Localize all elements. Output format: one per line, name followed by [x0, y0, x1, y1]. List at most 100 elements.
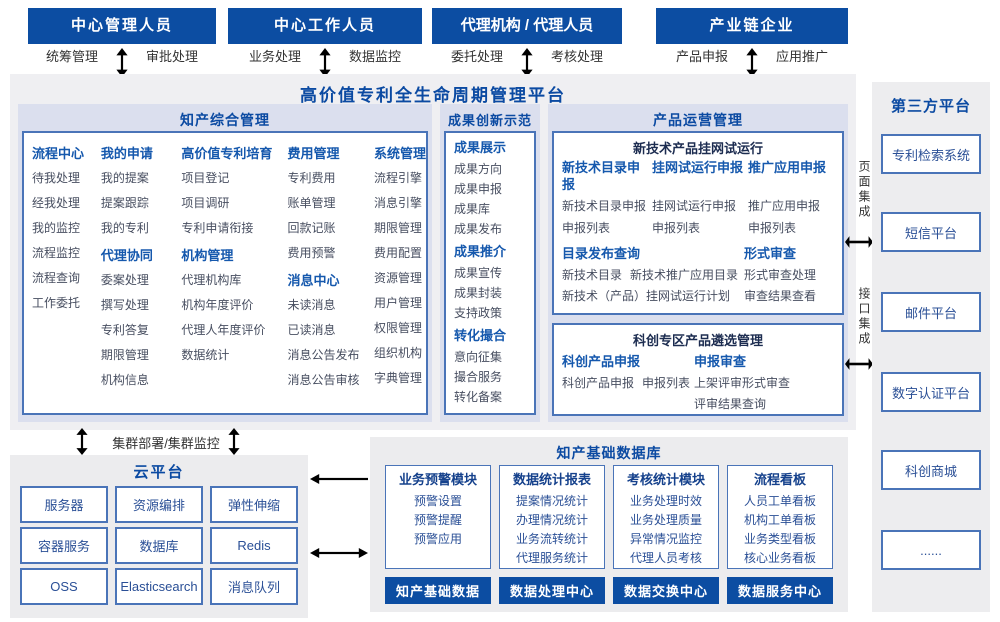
module-item: 经我处理: [32, 196, 81, 210]
actor-action-label: 产品申报: [675, 49, 728, 64]
cloud-service-box: 服务器: [20, 486, 108, 523]
module-item: 费用配置: [374, 246, 423, 260]
module-head: 目录发布查询: [562, 246, 641, 261]
actor-action-label: 审批处理: [146, 49, 199, 64]
ip-column-my-apply: 我的申请 我的提案提案跟踪我的专利 代理协同 委案处理撰写处理专利答复期限管理机…: [97, 141, 178, 393]
db-module-box: 数据统计报表 提案情况统计办理情况统计业务流转统计代理服务统计: [499, 465, 605, 569]
module-head: 代理协同: [100, 248, 153, 263]
sci-innovation-box: 科创专区产品遴选管理 科创产品申报 科创产品申报申报列表 申报审查 上架评审形式…: [552, 323, 844, 416]
module-head: 转化撮合: [454, 328, 507, 343]
actor-action-label: 应用推广: [776, 49, 829, 64]
module-item: 消息公告发布: [287, 348, 360, 362]
module-item: 项目调研: [181, 196, 230, 210]
double-arrow-vertical-icon: [521, 48, 533, 77]
module-item: 已读消息: [287, 323, 336, 337]
double-arrow-vertical-icon: [319, 48, 331, 77]
module-item: 成果申报: [454, 182, 503, 196]
module-item: 账单管理: [287, 196, 336, 210]
platform-title: 高价值专利全生命周期管理平台: [300, 86, 566, 105]
module-item: 转化备案: [454, 390, 503, 404]
module-item: 成果宣传: [454, 266, 503, 280]
module-item: 上架评审形式审查: [694, 376, 791, 390]
actor-title: 中心管理人员: [28, 8, 216, 44]
db-module-box: 考核统计模块 业务处理时效业务处理质量异常情况监控代理人员考核: [613, 465, 719, 569]
module-item: 撰写处理: [100, 298, 149, 312]
db-column-assessment: 考核统计模块 业务处理时效业务处理质量异常情况监控代理人员考核 数据交换中心: [613, 465, 719, 604]
module-item: 评审结果查询: [694, 397, 767, 411]
db-module-box: 流程看板 人员工单看板机构工单看板业务类型看板核心业务看板: [727, 465, 833, 569]
actor-action-label: 统筹管理: [45, 49, 98, 64]
ip-database-title: 知产基础数据库: [556, 445, 662, 461]
third-party-system: 短信平台: [881, 212, 981, 252]
module-item: 支持政策: [454, 306, 503, 320]
trial-col-promotion: 推广应用申报 推广应用申报申报列表: [748, 159, 834, 239]
module-item: 新技术目录: [562, 268, 623, 282]
section-title: 成果创新示范: [447, 113, 532, 128]
module-head: 新技术目录申报: [562, 160, 641, 192]
module-item: 新技术推广应用目录: [630, 268, 739, 282]
module-item: 成果库: [454, 202, 491, 216]
module-item: 预警设置: [413, 494, 462, 508]
box-header: 科创专区产品遴选管理: [632, 333, 763, 348]
third-party-panel: 第三方平台 专利检索系统 短信平台 邮件平台 数字认证平台 科创商城 .....…: [872, 82, 990, 612]
module-item: 权限管理: [374, 321, 423, 335]
module-head: 消息中心: [287, 273, 340, 288]
module-item: 费用预警: [287, 246, 336, 260]
ip-column-fee: 费用管理 专利费用账单管理回款记账费用预警 消息中心 未读消息已读消息消息公告发…: [284, 141, 370, 393]
module-item: 形式审查处理: [744, 268, 817, 282]
module-item: 撮合服务: [454, 370, 503, 384]
module-item: 流程查询: [32, 271, 81, 285]
module-item: 成果发布: [454, 222, 503, 236]
box-header: 新技术产品挂网试运行: [632, 141, 763, 156]
section-ip-management: 知产综合管理 流程中心 待我处理经我处理我的监控流程监控流程查询工作委托 我的申…: [18, 104, 432, 422]
actor-action-label: 委托处理: [450, 49, 503, 64]
module-head: 系统管理: [374, 146, 427, 161]
module-item: 专利答复: [100, 323, 149, 337]
module-item: 成果方向: [454, 162, 503, 176]
module-item: 代理服务统计: [515, 551, 588, 565]
module-head: 挂网试运行申报: [652, 160, 744, 175]
module-item: 机构信息: [100, 373, 149, 387]
actor-group-center-admin: 中心管理人员 统筹管理 审批处理: [28, 8, 216, 77]
module-head: 流程中心: [32, 146, 85, 161]
module-item: 成果封装: [454, 286, 503, 300]
module-head: 推广应用申报: [748, 160, 827, 175]
module-item: 业务处理时效: [629, 494, 702, 508]
module-item: 工作委托: [32, 296, 81, 310]
trial-col-publish-query: 目录发布查询 新技术目录新技术推广应用目录新技术（产品）挂网试运行计划: [562, 243, 744, 307]
module-head: 成果推介: [454, 244, 507, 259]
double-arrow-horizontal-icon: [310, 548, 368, 558]
module-item: 流程监控: [32, 246, 81, 260]
module-head: 科创产品申报: [562, 354, 641, 369]
third-party-system-more: ......: [881, 530, 981, 570]
module-item: 推广应用申报: [748, 199, 821, 213]
module-item: 未读消息: [287, 298, 336, 312]
module-item: 项目登记: [181, 171, 230, 185]
module-item: 数据统计: [181, 348, 230, 362]
module-item: 用户管理: [374, 296, 423, 310]
module-item: 业务处理质量: [629, 513, 702, 527]
interface-integration-label: 接口集成: [857, 287, 871, 347]
module-item: 挂网试运行申报: [652, 199, 737, 213]
module-item: 业务类型看板: [743, 532, 816, 546]
actor-action-label: 考核处理: [551, 49, 604, 64]
module-head: 费用管理: [287, 146, 340, 161]
actor-group-industry: 产业链企业 产品申报 应用推广: [656, 8, 848, 77]
module-item: 申报列表: [748, 221, 797, 235]
module-item: 意向征集: [454, 350, 503, 364]
double-arrow-vertical-icon: [746, 48, 758, 77]
module-head: 流程看板: [753, 472, 806, 487]
module-item: 核心业务看板: [743, 551, 816, 565]
module-item: 我的提案: [100, 171, 149, 185]
module-item: 预警提醒: [413, 513, 462, 527]
actor-title: 产业链企业: [656, 8, 848, 44]
db-column-warning: 业务预警模块 预警设置预警提醒预警应用 知产基础数据: [385, 465, 491, 604]
module-item: 资源管理: [374, 271, 423, 285]
db-bar: 数据交换中心: [613, 577, 719, 604]
db-bar: 数据服务中心: [727, 577, 833, 604]
cloud-service-box: 资源编排: [115, 486, 203, 523]
module-head: 机构管理: [181, 248, 234, 263]
section-title: 知产综合管理: [180, 112, 270, 128]
module-item: 人员工单看板: [743, 494, 816, 508]
